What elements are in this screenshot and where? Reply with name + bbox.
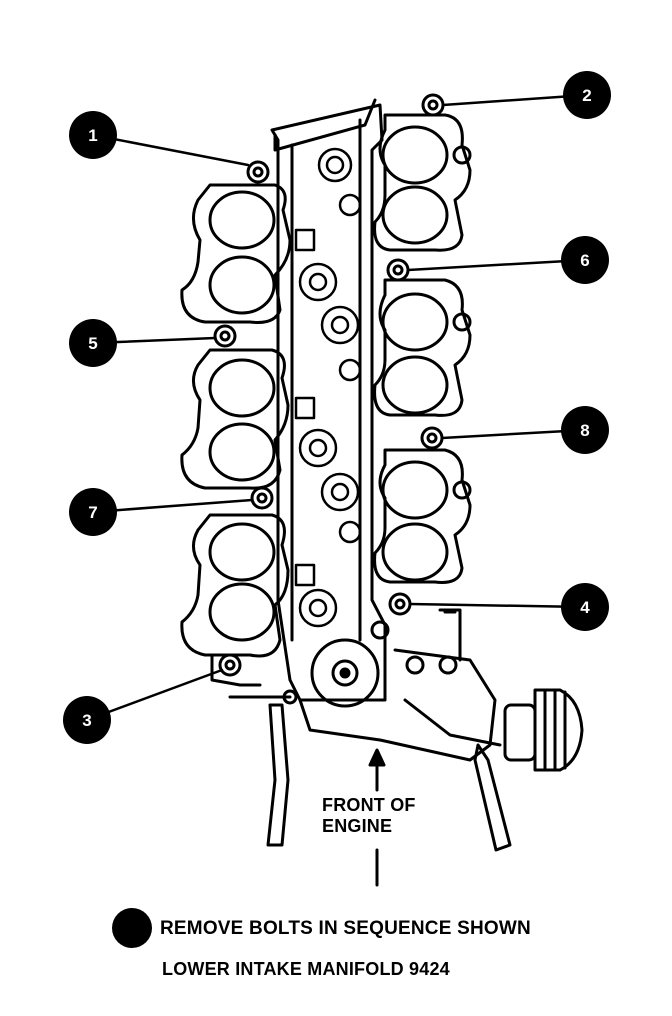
callout-5: 5 bbox=[69, 319, 117, 367]
hose-left bbox=[266, 703, 290, 847]
callout-1: 1 bbox=[69, 111, 117, 159]
legend: REMOVE BOLTS IN SEQUENCE SHOWN bbox=[112, 906, 672, 950]
svg-text:1: 1 bbox=[88, 126, 97, 145]
svg-text:7: 7 bbox=[88, 503, 97, 522]
front-of-engine-label: FRONT OF ENGINE bbox=[322, 795, 416, 836]
left-port-group-1 bbox=[180, 160, 292, 324]
svg-text:4: 4 bbox=[580, 598, 590, 617]
left-port-group-3 bbox=[180, 486, 290, 687]
injector-clamps bbox=[294, 147, 362, 628]
callout-7: 7 bbox=[69, 488, 117, 536]
callout-2: 2 bbox=[563, 71, 611, 119]
manifold-top-tube bbox=[273, 98, 377, 152]
svg-text:8: 8 bbox=[580, 421, 589, 440]
right-port-group-1 bbox=[373, 93, 472, 252]
front-arrow-head bbox=[368, 748, 386, 767]
part-caption: LOWER INTAKE MANIFOLD 9424 bbox=[162, 959, 450, 979]
hose-right bbox=[473, 743, 512, 852]
svg-text:6: 6 bbox=[580, 251, 589, 270]
legend-text: REMOVE BOLTS IN SEQUENCE SHOWN bbox=[160, 918, 531, 939]
right-port-group-2 bbox=[373, 258, 472, 417]
svg-text:5: 5 bbox=[88, 334, 97, 353]
front-assembly bbox=[228, 608, 584, 772]
right-port-group-3 bbox=[373, 426, 472, 616]
svg-text:3: 3 bbox=[82, 711, 91, 730]
callout-3: 3 bbox=[63, 696, 111, 744]
callout-8: 8 bbox=[561, 406, 609, 454]
leader-lines bbox=[85, 93, 589, 722]
left-port-group-2 bbox=[180, 324, 290, 490]
svg-text:2: 2 bbox=[582, 86, 591, 105]
legend-bullet-icon bbox=[112, 908, 152, 948]
callout-6: 6 bbox=[561, 236, 609, 284]
callout-4: 4 bbox=[561, 583, 609, 631]
